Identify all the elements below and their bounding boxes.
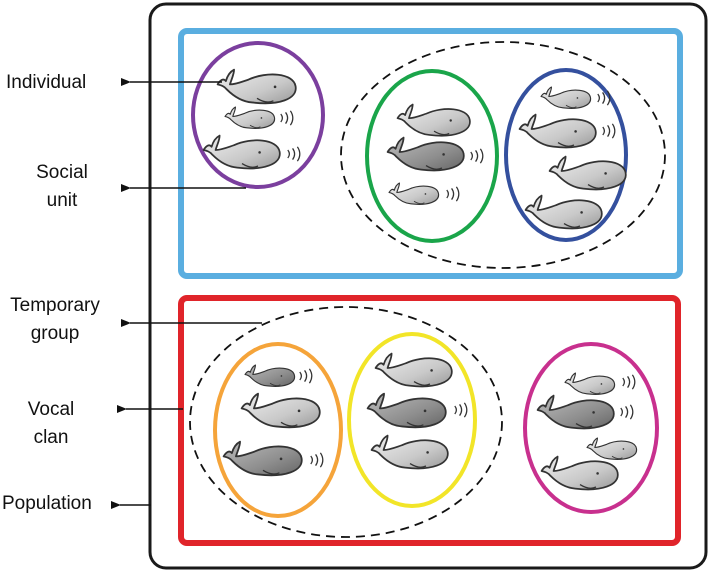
vocalization-icon <box>287 146 301 162</box>
vocalization-icon <box>299 368 313 384</box>
sperm-whale-icon <box>366 392 447 429</box>
vocalization-icon <box>280 110 294 126</box>
vocal-clan-box-blue <box>178 28 683 279</box>
vocalization-icon <box>454 402 468 418</box>
label-temporary-group: Temporary group <box>0 292 110 348</box>
sperm-whale-icon <box>536 394 615 430</box>
label-vocal-clan-line2: clan <box>33 427 69 448</box>
sperm-whale-icon <box>586 437 638 460</box>
label-individual: Individual <box>6 69 86 97</box>
sperm-whale-icon <box>222 440 303 477</box>
sperm-whale-icon <box>564 372 616 395</box>
vocalization-icon <box>310 452 324 468</box>
sperm-whale-icon <box>374 352 453 388</box>
label-social-unit-line2: unit <box>46 190 78 211</box>
sperm-whale-icon <box>244 364 296 387</box>
social-unit-magenta <box>523 342 659 514</box>
label-population: Population <box>2 490 92 518</box>
sperm-whale-icon <box>540 86 592 109</box>
sperm-whale-icon <box>524 194 603 230</box>
social-unit-green <box>365 69 499 243</box>
social-unit-blue <box>504 68 628 242</box>
label-social-unit-line1: Social <box>36 162 88 183</box>
label-vocal-clan: Vocal clan <box>6 396 96 452</box>
vocalization-icon <box>602 123 616 139</box>
vocalization-icon <box>622 374 636 390</box>
temporary-group-bottom <box>189 306 503 538</box>
vocalization-icon <box>446 186 460 202</box>
sperm-whale-icon <box>548 155 627 191</box>
sperm-whale-icon <box>388 182 440 205</box>
population-frame <box>148 2 708 570</box>
social-unit-yellow <box>347 332 477 508</box>
sperm-whale-icon <box>396 103 471 137</box>
sperm-whale-icon <box>240 392 321 429</box>
vocal-clan-box-red <box>178 295 681 546</box>
label-temporary-group-line1: Temporary <box>10 295 100 316</box>
sperm-whale-icon <box>224 106 276 129</box>
vocalization-icon <box>470 148 484 164</box>
label-population-text: Population <box>2 493 92 514</box>
sperm-whale-icon <box>216 68 297 105</box>
sperm-whale-icon <box>386 136 465 172</box>
label-social-unit: Social unit <box>12 159 112 215</box>
vocalization-icon <box>620 404 634 420</box>
label-temporary-group-line2: group <box>30 323 80 344</box>
vocalization-icon <box>597 90 611 106</box>
sperm-whale-icon <box>370 434 449 470</box>
sperm-whale-icon <box>540 455 619 491</box>
social-unit-orange <box>213 342 343 518</box>
social-unit-purple <box>191 41 325 189</box>
label-vocal-clan-line1: Vocal <box>27 399 75 420</box>
sperm-whale-icon <box>518 113 597 149</box>
label-individual-text: Individual <box>6 72 87 93</box>
sperm-whale-icon <box>202 134 281 170</box>
temporary-group-top <box>340 41 666 269</box>
